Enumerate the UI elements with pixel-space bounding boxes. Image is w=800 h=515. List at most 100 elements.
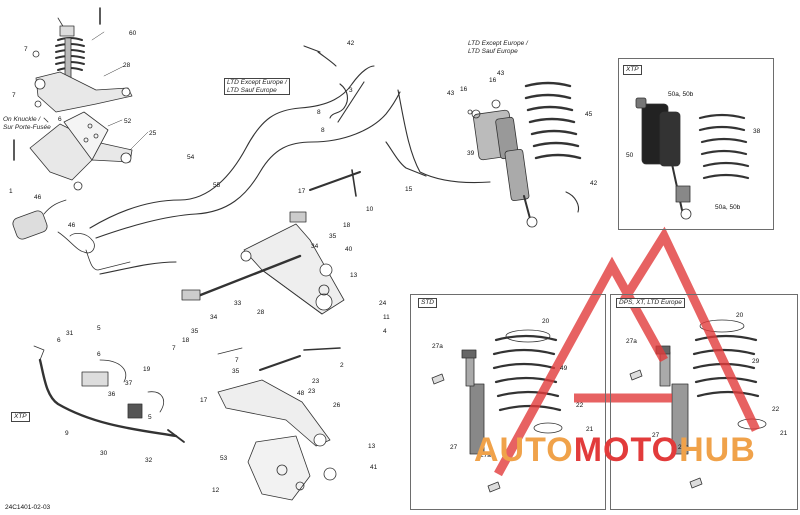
callout-number: 17 xyxy=(298,188,306,195)
callout-number: 7 xyxy=(12,92,16,99)
callout-number: 16 xyxy=(489,77,497,84)
callout-number: 43 xyxy=(447,90,455,97)
callout-number: 27a xyxy=(626,338,637,345)
left-sensor-cable xyxy=(12,199,131,271)
watermark-logo xyxy=(494,226,761,477)
callout-number: 20 xyxy=(736,312,744,319)
callout-number: 53 xyxy=(220,455,228,462)
std-label: STD xyxy=(418,298,437,308)
callout-number: 30 xyxy=(100,450,108,457)
callout-number: 23 xyxy=(308,388,316,395)
lower-a-arm-bottom xyxy=(217,347,341,501)
callout-number: 21 xyxy=(780,430,788,437)
callout-number: 22 xyxy=(772,406,780,413)
watermark-text: AUTOMOTOHUB xyxy=(474,432,756,468)
callout-number: 19 xyxy=(143,366,151,373)
callout-number: 12 xyxy=(212,487,220,494)
callout-number: 54 xyxy=(187,154,195,161)
callout-number: 41 xyxy=(370,464,378,471)
callout-number: 13 xyxy=(368,443,376,450)
ltd-note-top: LTD Except Europe / LTD Sauf Europe xyxy=(468,40,528,55)
top-left-shock-assembly xyxy=(13,7,149,191)
callout-number: 46 xyxy=(34,194,42,201)
callout-number: 6 xyxy=(57,337,61,344)
xtp-top-label: XTP xyxy=(623,65,642,75)
brake-lines xyxy=(89,45,580,275)
callout-number: 49 xyxy=(560,365,568,372)
callout-number: 42 xyxy=(347,40,355,47)
callout-number: 18 xyxy=(343,222,351,229)
callout-number: 34 xyxy=(210,314,218,321)
callout-number: 50a, 50b xyxy=(668,91,694,98)
callout-number: 7 xyxy=(235,357,239,364)
callout-number: 8 xyxy=(317,109,321,116)
callout-number: 26 xyxy=(333,402,341,409)
callout-number: 35 xyxy=(329,233,337,240)
callout-number: 10 xyxy=(366,206,374,213)
callout-number: 60 xyxy=(129,30,137,37)
callout-number: 28 xyxy=(123,62,131,69)
std-panel-frame xyxy=(410,294,606,510)
callout-number: 38 xyxy=(753,128,761,135)
watermark-part-moto: MOTO xyxy=(573,431,680,469)
callout-number: 18 xyxy=(182,337,190,344)
callout-number: 48 xyxy=(297,390,305,397)
callout-number: 32 xyxy=(145,457,153,464)
dps-label: DPS, XT, LTD Europe xyxy=(616,298,685,308)
xtp-panel-frame xyxy=(618,58,774,230)
callout-number: 4 xyxy=(383,328,387,335)
callout-number: 27a xyxy=(432,343,443,350)
callout-number: 21 xyxy=(586,426,594,433)
ltd-note-mid: LTD Except Europe / LTD Sauf Europe xyxy=(224,78,290,95)
callout-number: 42 xyxy=(590,180,598,187)
callout-number: 39 xyxy=(467,150,475,157)
callout-number: 15 xyxy=(405,186,413,193)
callout-number: 35 xyxy=(191,328,199,335)
callout-number: 7 xyxy=(24,46,28,53)
callout-number: 36 xyxy=(108,391,116,398)
callout-number: 52 xyxy=(124,118,132,125)
callout-number: 16 xyxy=(460,86,468,93)
callout-number: 5 xyxy=(97,325,101,332)
callout-number: 28 xyxy=(257,309,265,316)
watermark-part-auto: AUTO xyxy=(474,431,574,469)
xtp-bottom-label: XTP xyxy=(11,412,30,422)
callout-number: 22 xyxy=(576,402,584,409)
callout-number: 17 xyxy=(200,397,208,404)
callout-number: 3 xyxy=(349,87,353,94)
callout-number: 1 xyxy=(9,188,13,195)
callout-number: 27 xyxy=(450,444,458,451)
callout-number: 35 xyxy=(232,368,240,375)
std-shock-assembly xyxy=(431,329,563,493)
knuckle-note: On Knuckle / Sur Porte-Fusée xyxy=(3,116,51,131)
callout-number: 43 xyxy=(497,70,505,77)
callout-number: 23 xyxy=(312,378,320,385)
callout-number: 46 xyxy=(68,222,76,229)
callout-number: 31 xyxy=(66,330,74,337)
callout-number: 7 xyxy=(172,345,176,352)
callout-number: 6 xyxy=(97,351,101,358)
dps-panel-frame xyxy=(610,294,798,510)
callout-number: 34 xyxy=(311,243,319,250)
callout-number: 13 xyxy=(350,272,358,279)
callout-number: 33 xyxy=(234,300,242,307)
callout-number: 37 xyxy=(125,380,133,387)
callout-number: 27a xyxy=(678,444,689,451)
callout-number: 50 xyxy=(626,152,634,159)
callout-number: 55 xyxy=(213,182,221,189)
callout-number: 6 xyxy=(58,116,62,123)
callout-number: 40 xyxy=(345,246,353,253)
callout-number: 27a xyxy=(480,452,491,459)
callout-number: 11 xyxy=(383,314,390,321)
xtp-shock-assembly xyxy=(635,97,750,220)
callout-number: 24 xyxy=(379,300,387,307)
callout-number: 25 xyxy=(149,130,157,137)
callout-number: 8 xyxy=(321,127,325,134)
callout-number: 5 xyxy=(148,414,152,421)
callout-number: 29 xyxy=(752,358,760,365)
center-a-arm xyxy=(181,169,361,315)
sway-bar-assembly xyxy=(33,345,185,443)
mid-shock-assembly xyxy=(467,81,582,228)
